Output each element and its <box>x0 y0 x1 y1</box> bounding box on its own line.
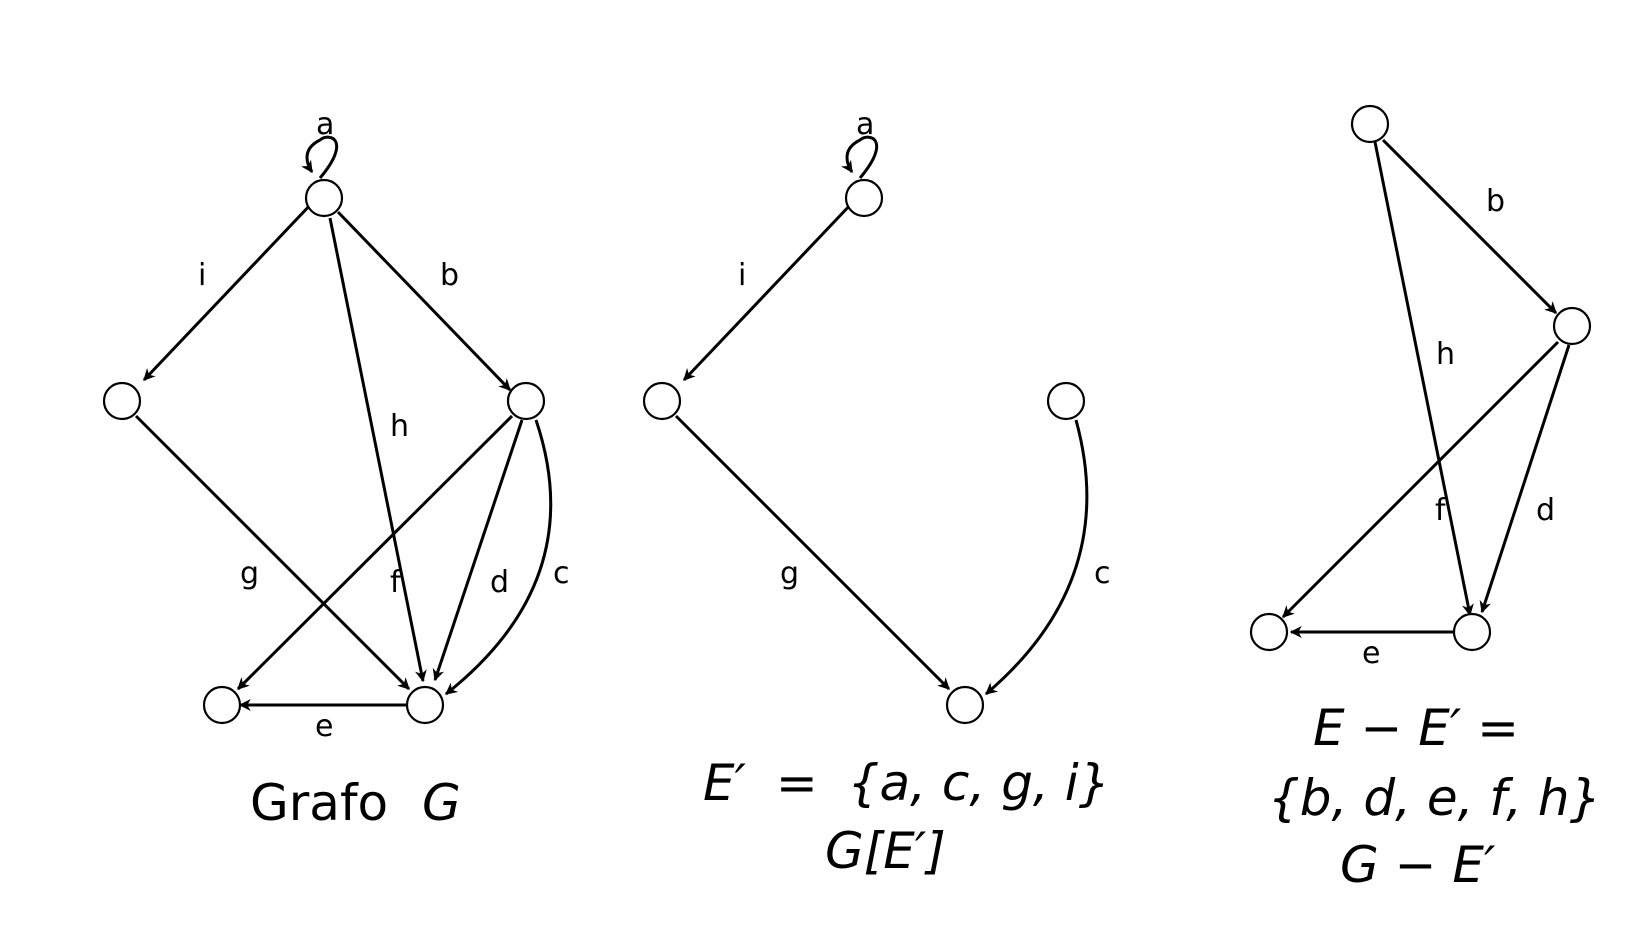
edge-c <box>445 419 553 696</box>
caption-graph-g: Grafo G <box>250 774 461 832</box>
edge-label-d-3: d <box>1536 493 1555 528</box>
caption-bracket: [E′] <box>864 822 946 880</box>
edge-d <box>432 419 524 682</box>
edge-label-d: d <box>490 565 509 600</box>
edge-h-3 <box>1373 141 1474 617</box>
edge-label-c-2: c <box>1094 556 1111 591</box>
edge-b <box>336 210 512 392</box>
edge-d-3 <box>1479 344 1571 614</box>
edge-i-2 <box>682 200 855 382</box>
node-right-3 <box>1552 306 1592 346</box>
caption-e-prime-set: E′ = {a, c, g, i} <box>703 754 1110 812</box>
node-bottom-left-3 <box>1249 612 1289 652</box>
edge-i <box>142 200 315 382</box>
edge-label-a-2: a <box>856 107 874 142</box>
caption-g: G <box>825 822 864 880</box>
panel-graph-g: a i b h g f d c e Grafo G <box>102 107 570 832</box>
edge-label-i-2: i <box>738 258 746 293</box>
edge-g <box>134 414 411 691</box>
caption-difference-line3: G − E′ <box>1340 836 1496 894</box>
node-left-2 <box>642 381 682 421</box>
edge-label-g-2: g <box>780 556 799 591</box>
caption-set: {a, c, g, i} <box>848 754 1111 812</box>
caption-eq: = <box>776 754 818 812</box>
node-bottom-left <box>202 685 242 725</box>
edge-label-f-3: f <box>1435 493 1447 528</box>
edge-label-b: b <box>440 258 459 293</box>
edge-a-loop <box>301 135 339 179</box>
edge-label-h-3: h <box>1436 337 1455 372</box>
edge-label-c: c <box>553 556 570 591</box>
caption-word: Grafo <box>250 774 388 832</box>
panel-graph-minus-e-prime: b h f d e E − E′ = {b, d, e, f, h} G − E… <box>1249 104 1601 894</box>
edge-h <box>328 217 427 683</box>
node-top-2 <box>844 178 884 218</box>
caption-lhs: E′ <box>703 754 747 812</box>
edge-label-e: e <box>315 709 333 744</box>
edge-c-2 <box>985 419 1089 696</box>
edge-label-g: g <box>240 556 259 591</box>
node-right-2 <box>1046 381 1086 421</box>
edge-label-e-3: e <box>1362 636 1380 671</box>
caption-difference-line1: E − E′ = <box>1313 699 1519 757</box>
edge-label-f: f <box>390 565 402 600</box>
edge-f-3 <box>1281 340 1560 619</box>
caption-var: G <box>422 774 461 832</box>
node-bottom-2 <box>945 685 985 725</box>
node-right <box>506 381 546 421</box>
node-top-3 <box>1350 104 1390 144</box>
edge-label-i: i <box>198 258 206 293</box>
caption-difference-line2: {b, d, e, f, h} <box>1268 769 1601 827</box>
edge-a-loop-2 <box>841 135 879 179</box>
edge-g-2 <box>674 414 951 691</box>
caption-g-e-prime: G[E′] <box>825 822 946 880</box>
node-left <box>102 381 142 421</box>
edge-f <box>236 414 514 691</box>
node-top <box>304 178 344 218</box>
edge-label-a: a <box>316 107 334 142</box>
node-bottom-right <box>405 685 445 725</box>
edge-label-b-3: b <box>1486 184 1505 219</box>
edge-label-h: h <box>390 409 409 444</box>
edge-b-3 <box>1381 138 1558 315</box>
node-bottom-right-3 <box>1452 612 1492 652</box>
panel-subgraph-e-prime: a i g c E′ = {a, c, g, i} G[E′] <box>642 107 1111 880</box>
